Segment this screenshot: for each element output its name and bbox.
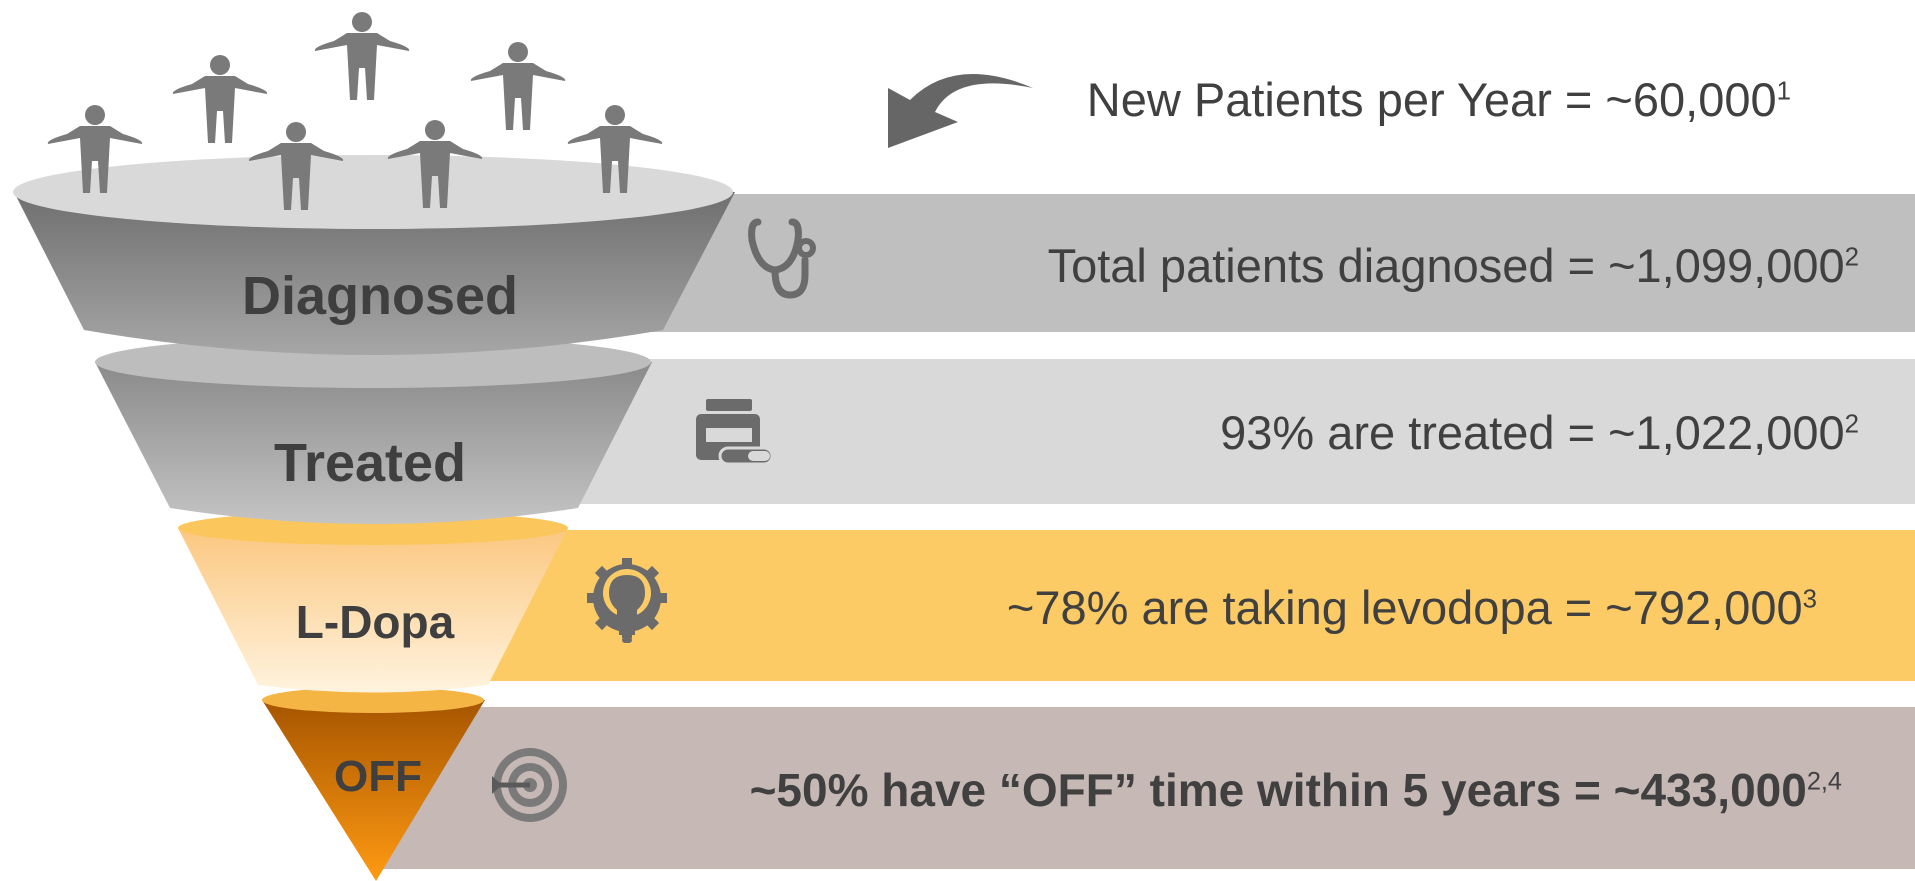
band-treated <box>560 359 1915 504</box>
band-off <box>380 707 1915 869</box>
reference-mark: 3 <box>1802 585 1817 614</box>
target-icon <box>492 748 567 822</box>
pill-bottle-icon <box>696 399 774 466</box>
funnel-segment-off <box>262 700 485 881</box>
new-patients-text: New Patients per Year = ~60,0001 <box>1086 73 1791 126</box>
diagnosed-text: Total patients diagnosed = ~1,099,0002 <box>1047 239 1859 292</box>
stethoscope-icon <box>748 218 816 299</box>
funnel-segment-treated <box>95 362 652 524</box>
person-icon <box>387 120 483 208</box>
reference-mark: 2 <box>1844 410 1859 439</box>
people-group <box>47 12 663 210</box>
band-diagnosed <box>640 194 1915 332</box>
reference-mark: 2 <box>1844 243 1859 272</box>
lightbulb-gear-icon <box>587 558 667 643</box>
stage-label-treated: Treated <box>273 433 467 493</box>
person-icon <box>172 55 268 143</box>
stage-label-diagnosed: Diagnosed <box>241 266 519 326</box>
person-icon <box>314 12 410 100</box>
funnel-segment-diagnosed <box>14 192 735 355</box>
band-ldopa <box>470 530 1915 681</box>
reference-mark: 2,4 <box>1806 767 1842 796</box>
person-icon <box>248 122 344 210</box>
stage-label-off: OFF <box>334 752 422 801</box>
person-icon <box>470 42 566 130</box>
person-icon <box>567 105 663 193</box>
ldopa-text: ~78% are taking levodopa = ~792,0003 <box>1006 581 1817 634</box>
stage-label-ldopa: L-Dopa <box>295 596 455 648</box>
off-text: ~50% have “OFF” time within 5 years = ~4… <box>749 764 1842 816</box>
curved-arrow-icon <box>888 74 1033 148</box>
funnel-segment-ldopa <box>178 528 568 693</box>
person-icon <box>47 105 143 193</box>
treated-text: 93% are treated = ~1,022,0002 <box>1220 406 1859 459</box>
reference-mark: 1 <box>1776 77 1791 106</box>
